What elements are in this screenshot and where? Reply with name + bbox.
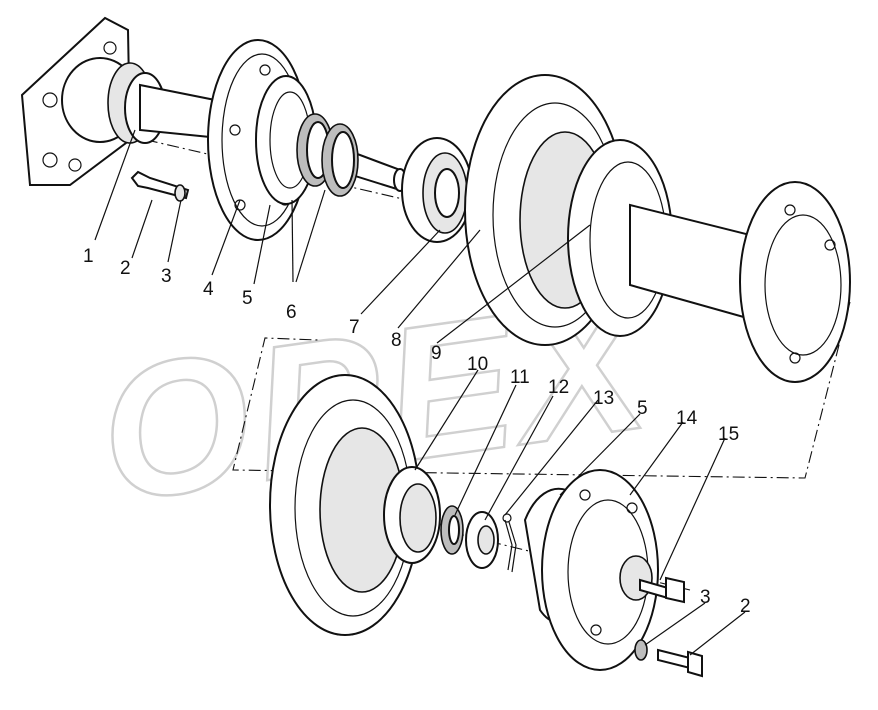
end-cap-part bbox=[541, 469, 659, 671]
callout-3: 3 bbox=[161, 266, 172, 287]
callout-14: 14 bbox=[676, 408, 698, 429]
castle-nut-part bbox=[465, 511, 499, 569]
callout-3-lower: 3 bbox=[700, 587, 711, 608]
cotter-pin-part bbox=[502, 513, 517, 573]
bolt-lower-small bbox=[639, 576, 685, 604]
washer-part bbox=[440, 505, 464, 555]
callout-10: 10 bbox=[467, 354, 488, 375]
bearing-upper-part bbox=[401, 137, 473, 243]
callout-labels: 1 2 3 4 5 6 7 8 9 10 11 12 13 5 14 15 3 … bbox=[83, 246, 751, 617]
o-rings-part bbox=[296, 113, 359, 197]
lower-wheel-part bbox=[269, 374, 441, 636]
callout-1: 1 bbox=[83, 246, 94, 267]
callout-8: 8 bbox=[391, 330, 402, 351]
callout-5-lower: 5 bbox=[637, 398, 648, 419]
callout-11: 11 bbox=[510, 367, 530, 388]
callout-4: 4 bbox=[203, 279, 214, 300]
callout-2-lower: 2 bbox=[740, 596, 751, 617]
washer-lower bbox=[634, 639, 648, 661]
callout-6: 6 bbox=[286, 302, 297, 323]
callout-13: 13 bbox=[593, 388, 614, 409]
callout-12: 12 bbox=[548, 377, 569, 398]
callout-9: 9 bbox=[431, 343, 442, 364]
hub-wheel-part bbox=[567, 139, 851, 383]
bolt-lower-large bbox=[657, 648, 703, 678]
leader-lines bbox=[94, 129, 746, 656]
callout-2: 2 bbox=[120, 258, 131, 279]
callout-15: 15 bbox=[718, 424, 739, 445]
callout-5: 5 bbox=[242, 288, 253, 309]
bolt-upper bbox=[130, 170, 190, 202]
callout-7: 7 bbox=[349, 317, 360, 338]
